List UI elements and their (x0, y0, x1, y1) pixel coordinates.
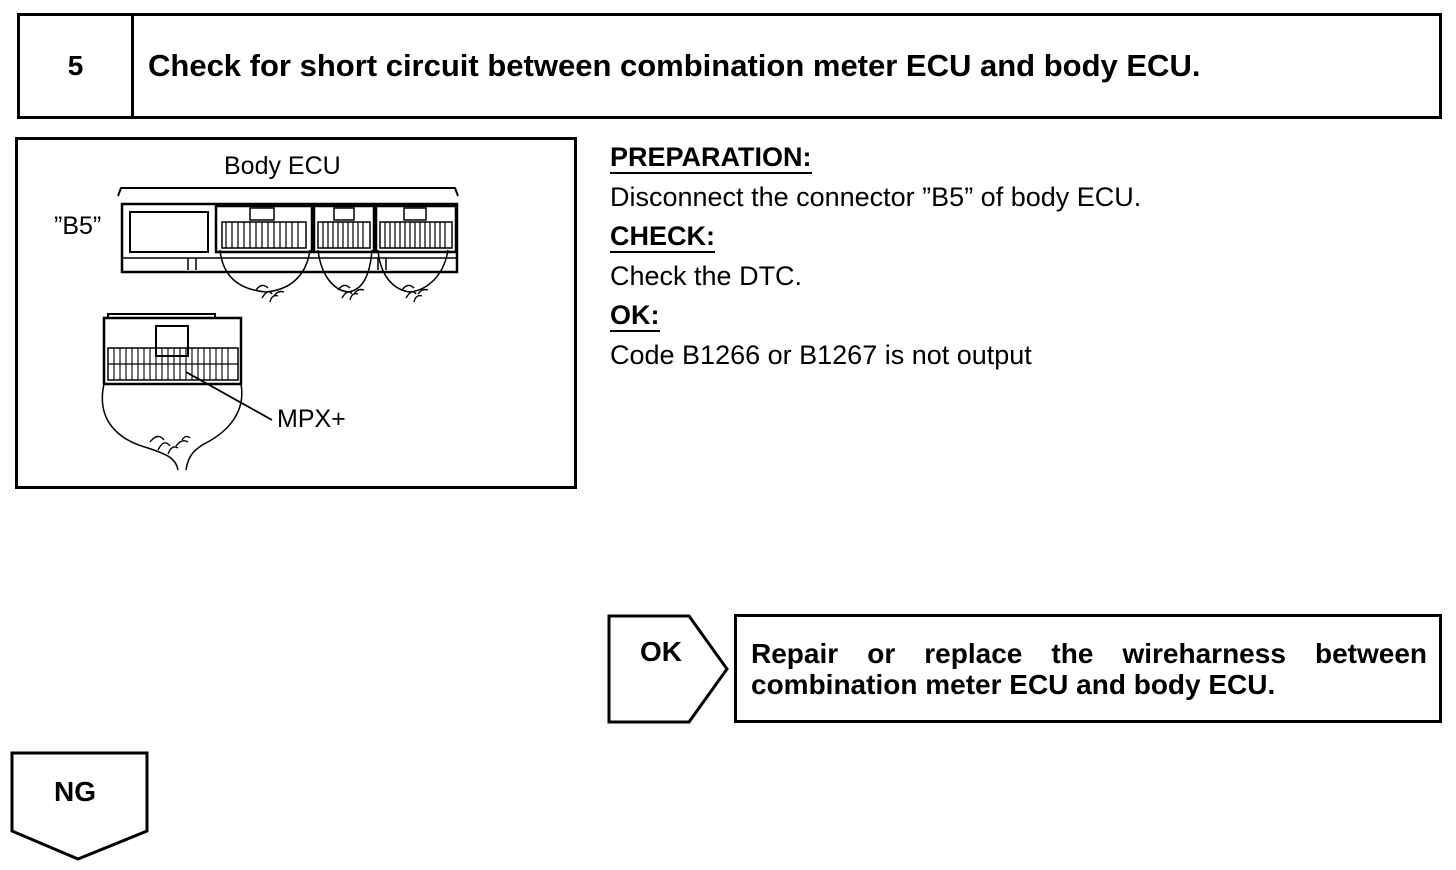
connector-label: ”B5” (54, 212, 102, 240)
ok-result-line-2: combination meter ECU and body ECU. (751, 669, 1276, 700)
connector-figure: Body ECU ”B5” MPX+ (15, 137, 577, 489)
terminal-leader (185, 371, 273, 421)
plug-3 (374, 204, 458, 254)
figure-title: Body ECU (224, 152, 341, 180)
check-text: Check the DTC. (610, 260, 803, 291)
ok-branch-label: OK (640, 636, 682, 667)
plug-2 (312, 204, 376, 254)
ecu-bracket (117, 187, 459, 197)
step-header: 5 Check for short circuit between combin… (17, 13, 1442, 119)
preparation-text: Disconnect the connector ”B5” of body EC… (610, 181, 1142, 212)
step-title: Check for short circuit between combinat… (148, 48, 1201, 83)
ok-result-box: Repair or replace the wireharness betwee… (734, 614, 1442, 723)
ng-branch-label: NG (54, 776, 96, 807)
meter-connector (102, 313, 243, 386)
preparation-heading: PREPARATION: (610, 142, 812, 174)
plug-1 (214, 204, 314, 254)
ok-result-line-1: Repair or replace the wireharness betwee… (751, 638, 1427, 669)
ng-arrow-shape (10, 751, 149, 861)
terminal-label: MPX+ (277, 405, 346, 433)
step-number: 5 (20, 16, 134, 116)
check-heading: CHECK: (610, 221, 715, 253)
ok-heading: OK: (610, 300, 660, 332)
empty-socket (129, 211, 209, 253)
ok-arrow-shape (607, 614, 729, 724)
instructions: PREPARATION: Disconnect the connector ”B… (610, 138, 1410, 375)
ok-text: Code B1266 or B1267 is not output (610, 339, 1032, 370)
connector-diagram (101, 187, 459, 471)
